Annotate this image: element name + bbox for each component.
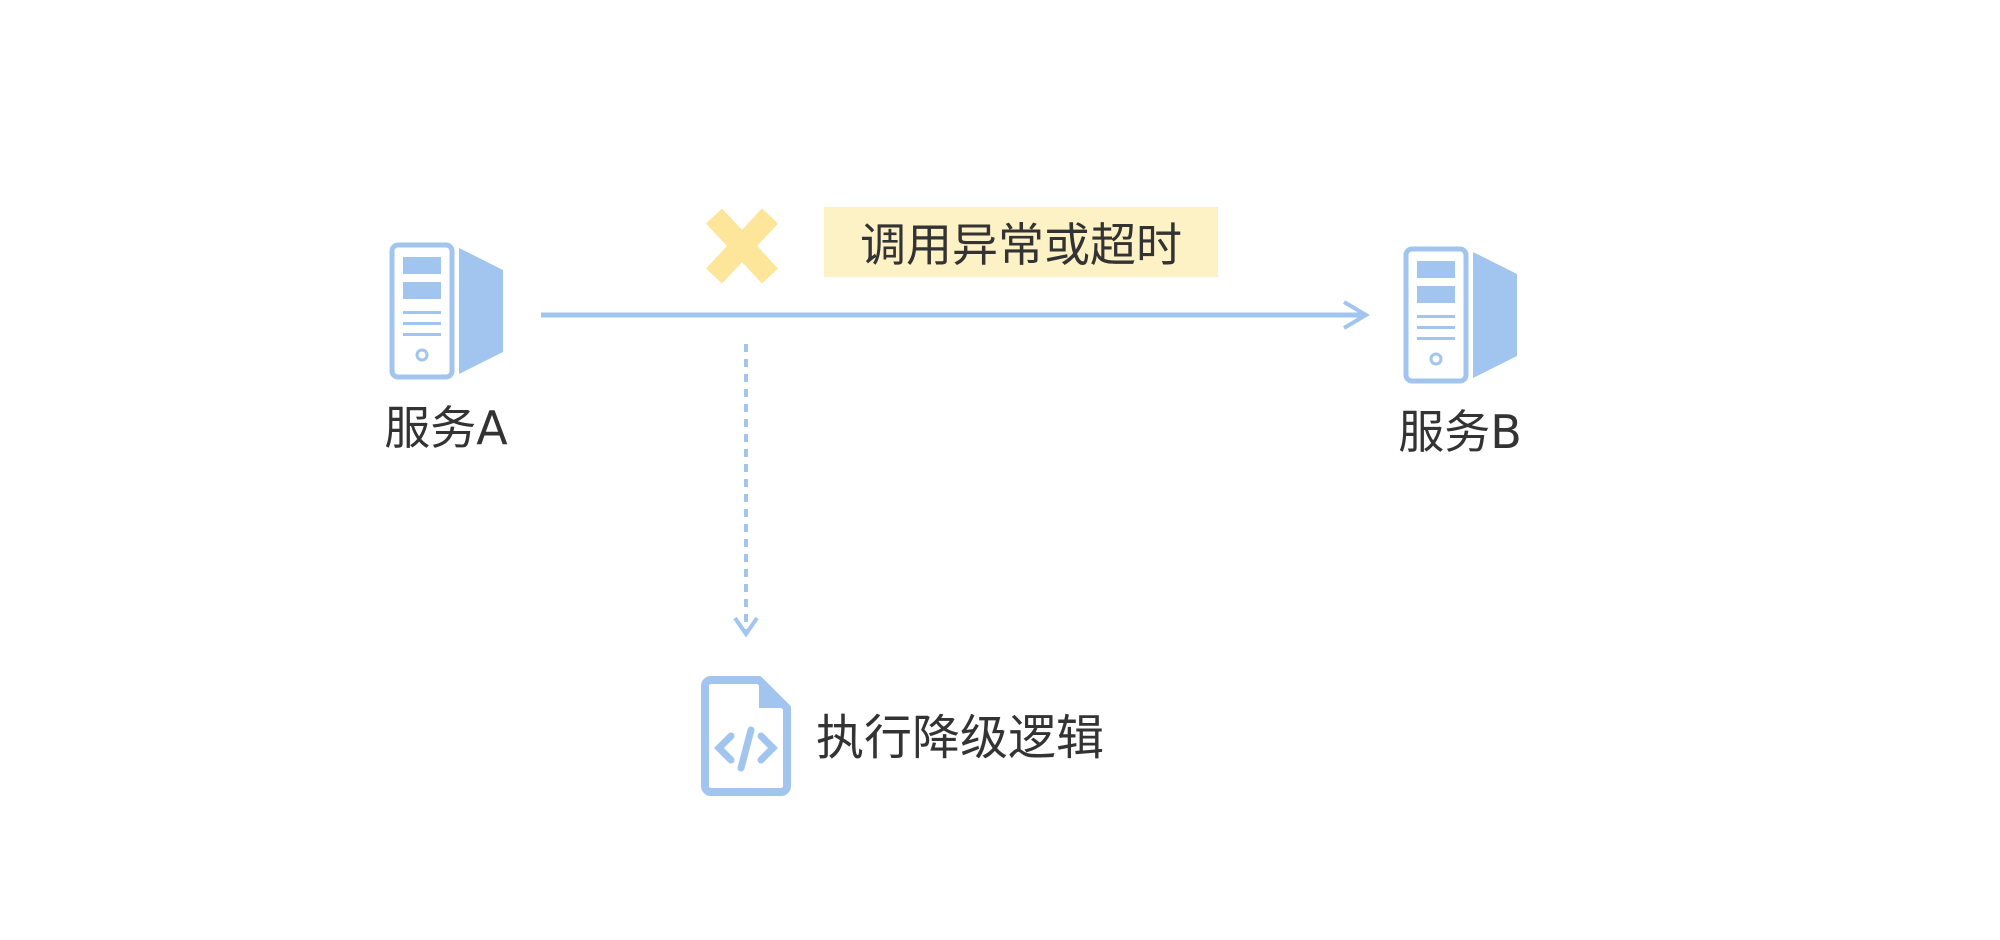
error-label: 调用异常或超时 [860,218,1182,272]
call-arrow [541,300,1370,330]
server-a-icon [389,242,503,380]
code-file-icon [701,676,791,796]
server-b-icon [1403,246,1517,384]
service-b-label: 服务B [1398,405,1522,459]
x-mark-icon [705,208,779,284]
fallback-arrow [733,344,759,638]
fallback-label: 执行降级逻辑 [816,710,1105,766]
error-label-box: 调用异常或超时 [824,207,1218,277]
service-a-label: 服务A [384,401,508,455]
